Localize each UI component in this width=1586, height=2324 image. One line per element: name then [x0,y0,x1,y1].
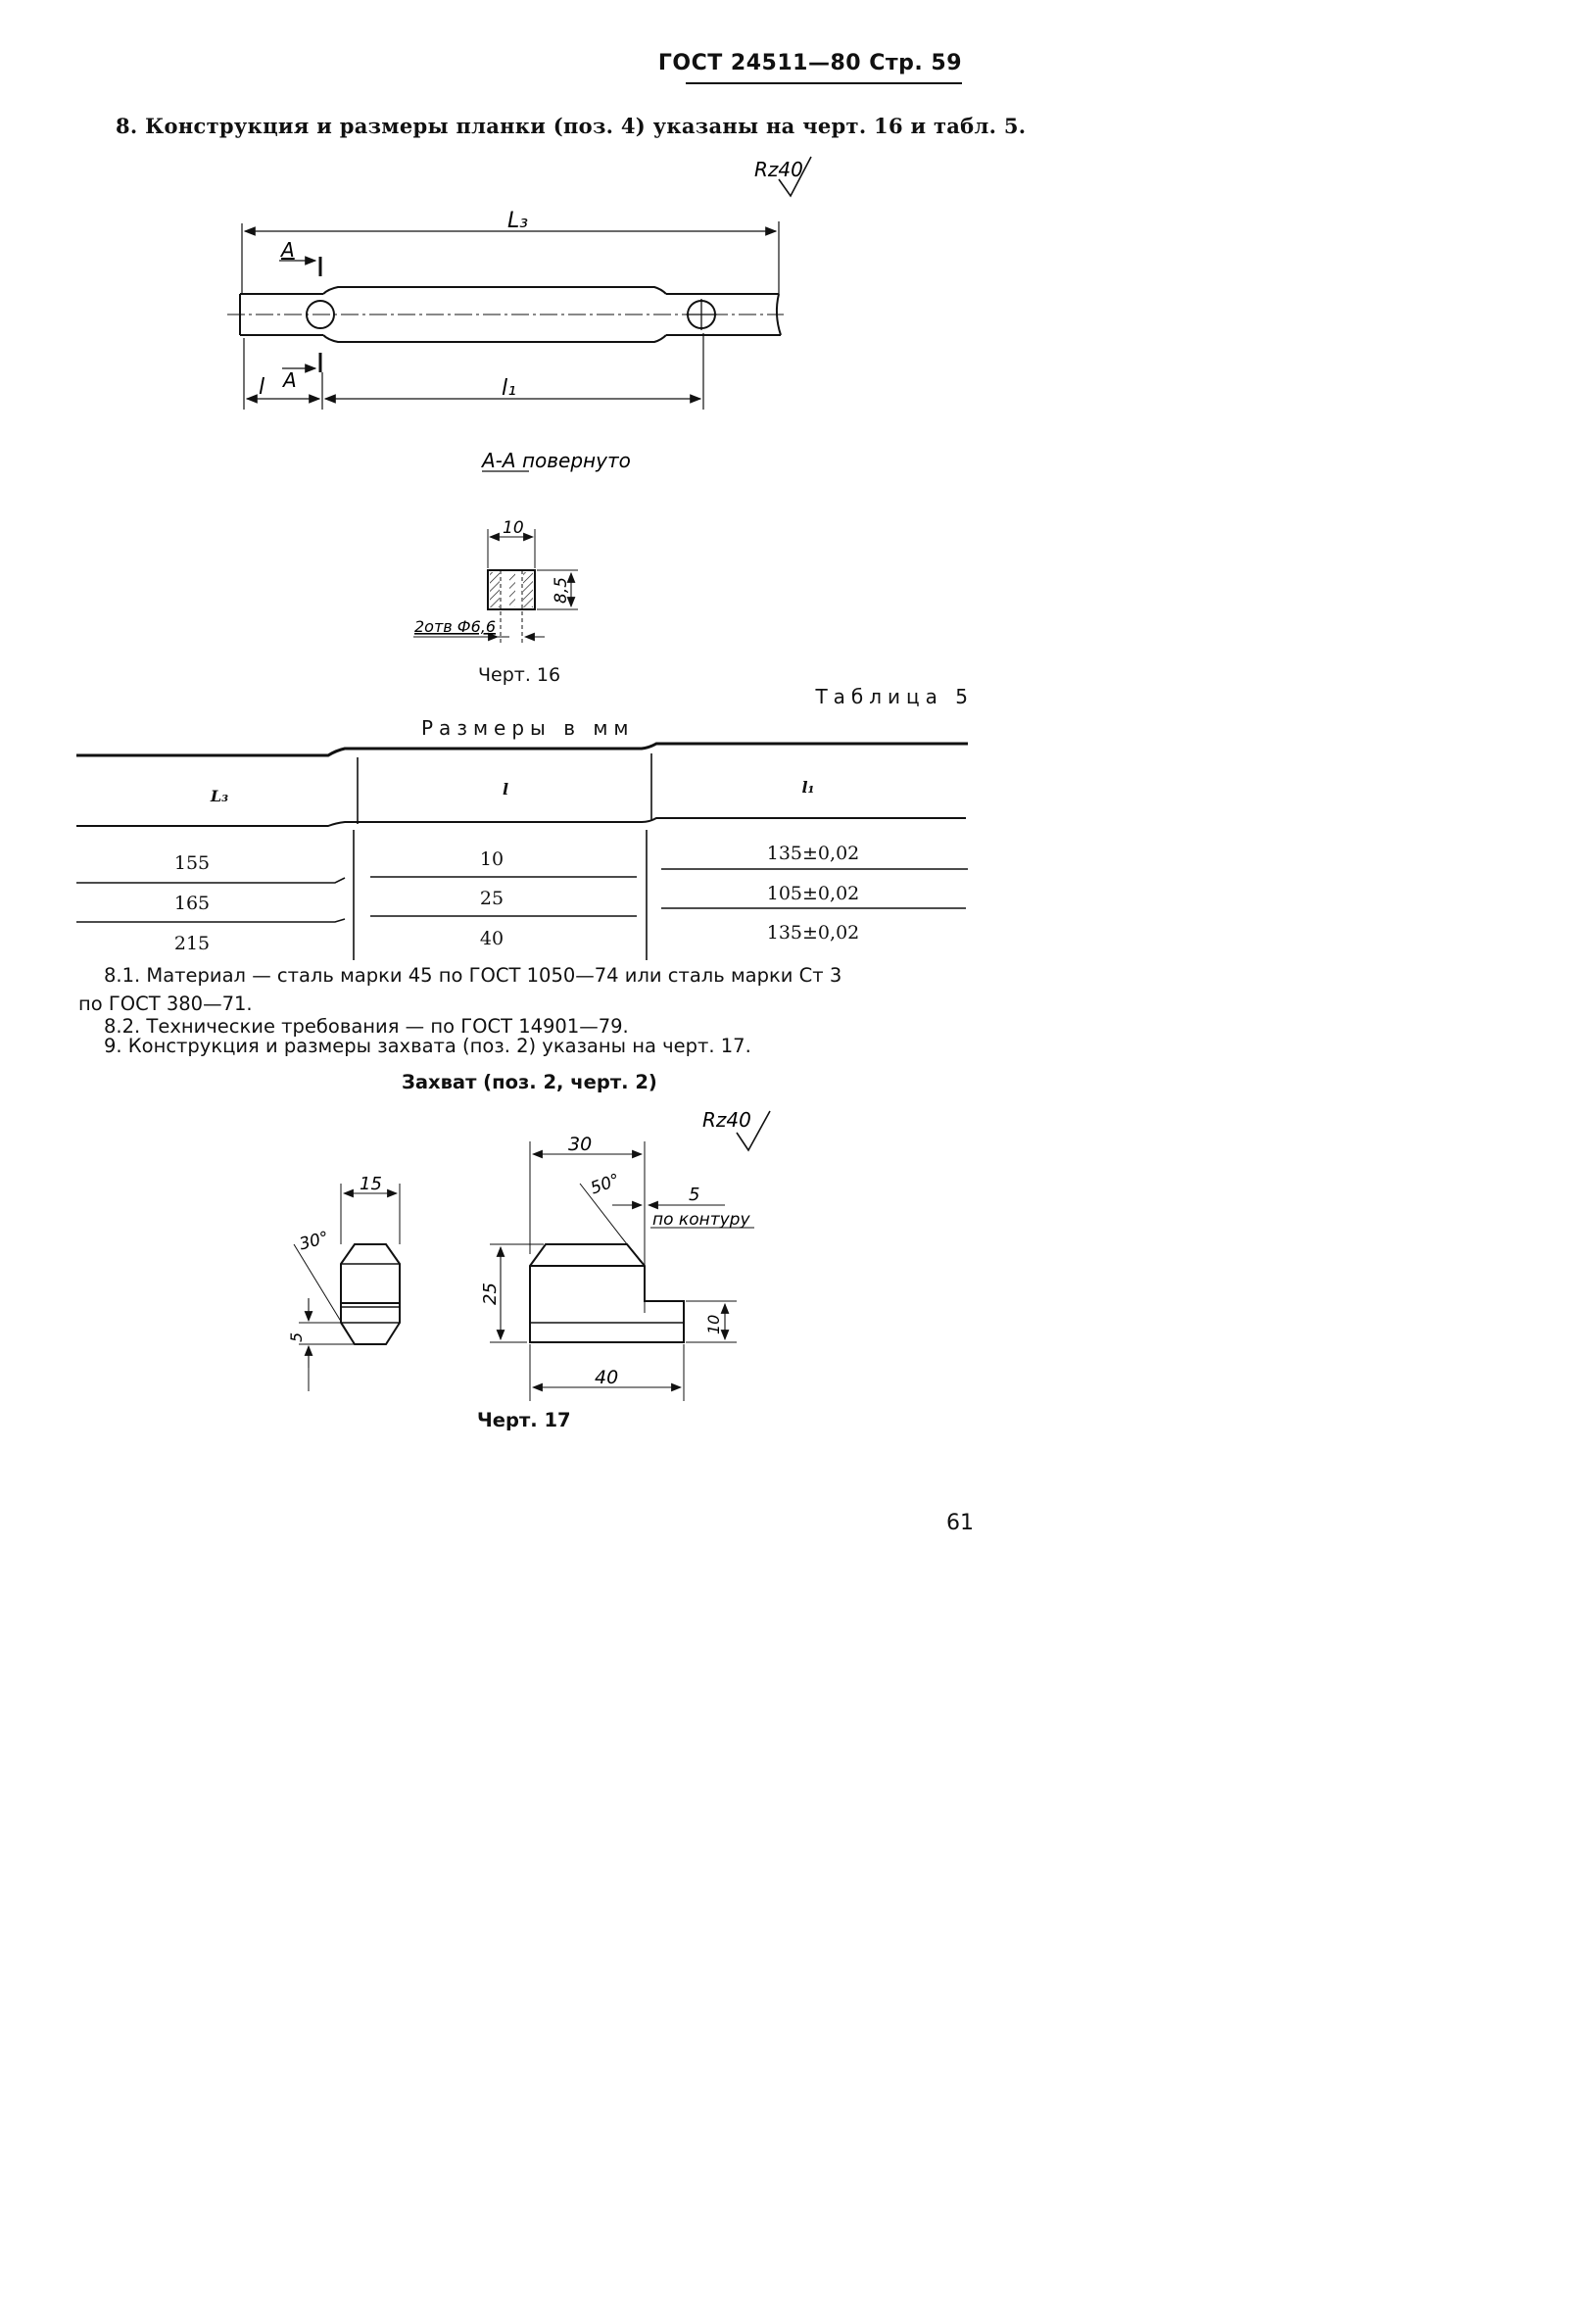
dim-L3-label: L₃ [507,209,528,233]
dim-l-label: l [259,375,264,400]
table-cell: 155 [173,852,211,874]
dim-height-label: 8,5 [552,577,571,604]
table-header-l1: l₁ [801,778,815,797]
dim-30-label: 30 [568,1134,592,1155]
table-label: Таблица 5 [815,685,974,708]
dim-width-label: 10 [503,518,524,538]
table-header-L3: L₃ [210,787,229,805]
drawing-17: Rz40 15 30° 5 30 50° 5 по к [287,1108,771,1401]
table-cell: 215 [173,933,211,954]
dim-l1-label: l₁ [502,376,516,401]
table-cell: 165 [173,893,211,914]
table-cell: 135±0,02 [766,843,860,864]
roughness-label: Rz40 [754,158,803,181]
table-cell: 25 [479,888,505,909]
para-9: 9. Конструкция и размеры захвата (поз. 2… [104,1035,751,1057]
table-cell: 105±0,02 [766,883,860,904]
running-header: ГОСТ 24511—80 Стр. 59 [657,51,962,75]
section-title: А-А повернуто [480,449,631,472]
header-rule [686,82,962,84]
section-view: 10 8,5 2отв Ф6,6 [413,518,578,643]
table-cell: 135±0,02 [766,922,860,944]
roughness-symbol: Rz40 [754,156,812,198]
table-subtitle: Размеры в мм [421,716,635,740]
section-mark-top: A [279,238,295,262]
figure-17-title: Захват (поз. 2, черт. 2) [402,1071,657,1093]
hole-note: 2отв Ф6,6 [414,617,496,636]
drawing-16: Rz40 L₃ A A l l₁ А-А повернуто 10 [227,156,812,643]
bar-outline [239,286,782,343]
para-8-1-line2: по ГОСТ 380—71. [78,993,253,1015]
section-8-text: 8. Конструкция и размеры планки (поз. 4)… [116,114,1027,138]
dim-10-label: 10 [704,1315,723,1334]
grip-front-view: 30 50° 5 по контуру 25 10 40 [480,1134,754,1401]
table-cell: 10 [479,848,505,870]
table-header-l: l [502,780,509,799]
section-mark-bottom: A [281,368,297,392]
dim-5-right-label: 5 [689,1185,699,1205]
figure-16-caption: Черт. 16 [478,664,561,686]
angle-30-label: 30° [297,1228,330,1254]
angle-50-label: 50° [588,1170,622,1198]
dim-5-left-label: 5 [287,1332,306,1342]
dim-15-label: 15 [360,1174,382,1194]
para-8-2: 8.2. Технические требования — по ГОСТ 14… [104,1015,629,1038]
dim-25-label: 25 [480,1283,501,1305]
grip-side-view: 15 30° 5 [287,1174,401,1391]
figure-17-caption: Черт. 17 [477,1409,571,1431]
roughness-label-17: Rz40 [702,1108,751,1132]
table-5-grid [76,742,968,960]
para-8-1-line1: 8.1. Материал — сталь марки 45 по ГОСТ 1… [104,964,842,987]
table-cell: 40 [479,928,505,949]
contour-note: по контуру [652,1210,750,1230]
page-number: 61 [946,1511,974,1535]
dim-40-label: 40 [595,1367,618,1388]
